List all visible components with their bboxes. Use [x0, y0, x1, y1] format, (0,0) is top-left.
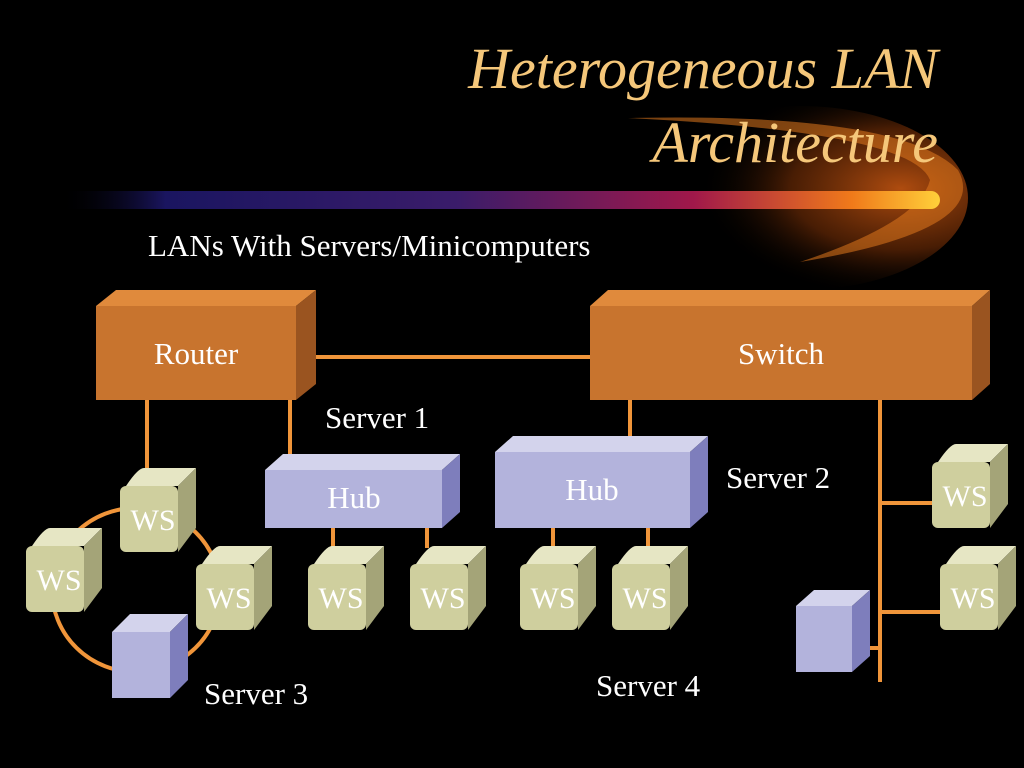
ws-label: WS	[37, 564, 82, 597]
ws-ring-top: WS	[120, 468, 196, 552]
hub-2: Hub	[495, 436, 708, 528]
hub-1-label: Hub	[327, 480, 380, 515]
ws-ring-right: WS	[196, 546, 272, 630]
hub-2-label: Hub	[565, 472, 618, 507]
router-box: Router	[96, 290, 316, 400]
ws-bus-bottom: WS	[940, 546, 1016, 630]
slide-title-line-2: Architecture	[652, 110, 938, 175]
server-3-label: Server 3	[204, 676, 309, 711]
ws-ring-left: WS	[26, 528, 102, 612]
ws-label: WS	[131, 504, 176, 537]
ws-bus-top: WS	[932, 444, 1008, 528]
ws-label: WS	[207, 582, 252, 615]
server-3-cube	[112, 614, 188, 698]
server-2-cube	[796, 590, 870, 672]
ws-hub2-right: WS	[612, 546, 688, 630]
server-4-label: Server 4	[596, 668, 701, 703]
ws-hub1-left: WS	[308, 546, 384, 630]
slide-subtitle: LANs With Servers/Minicomputers	[148, 228, 591, 263]
hub-1: Hub	[265, 454, 460, 528]
title-swoosh	[60, 106, 968, 290]
switch-box: Switch	[590, 290, 990, 400]
switch-label: Switch	[738, 336, 825, 371]
ws-label: WS	[421, 582, 466, 615]
ws-hub2-left: WS	[520, 546, 596, 630]
router-label: Router	[154, 336, 239, 371]
slide-title-line-1: Heterogeneous LAN	[468, 36, 938, 101]
ws-label: WS	[951, 582, 996, 615]
server-2-label: Server 2	[726, 460, 831, 495]
ws-label: WS	[943, 480, 988, 513]
server-1-label: Server 1	[325, 400, 430, 435]
ws-label: WS	[531, 582, 576, 615]
workstations: WS WS WS WS WS WS WS WS WS	[26, 444, 1016, 630]
ws-label: WS	[623, 582, 668, 615]
ws-hub1-right: WS	[410, 546, 486, 630]
ws-label: WS	[319, 582, 364, 615]
